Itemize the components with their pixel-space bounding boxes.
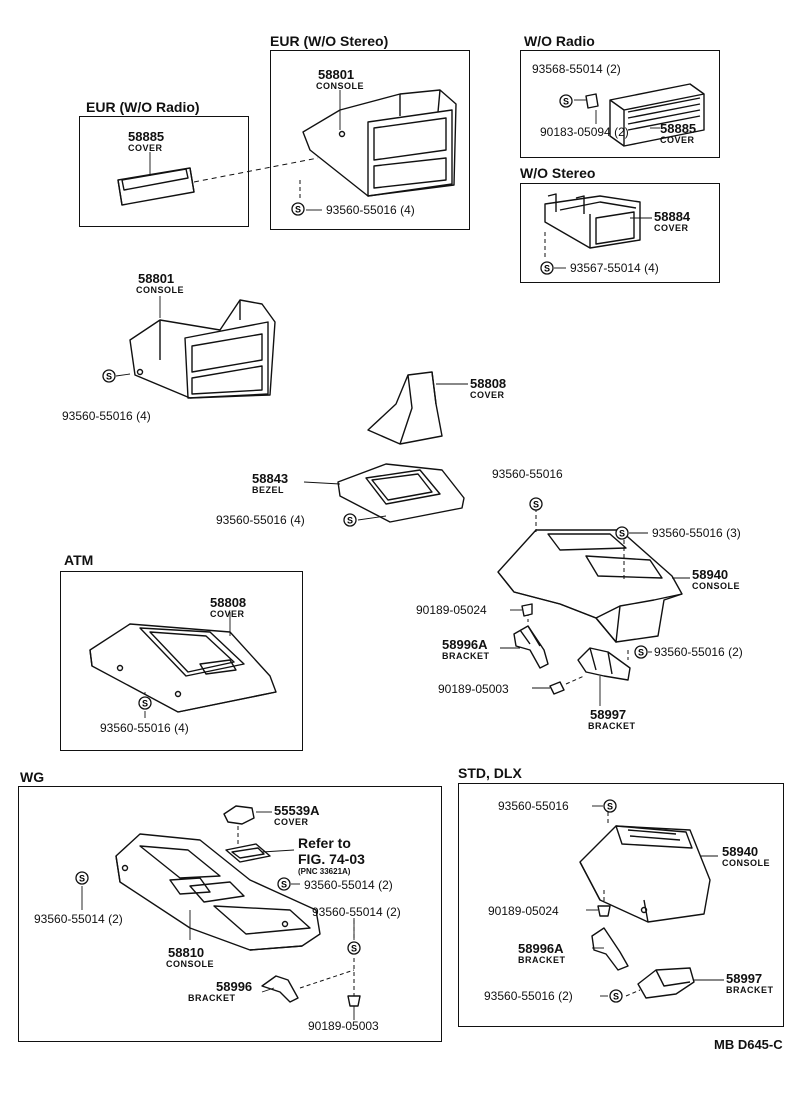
cover-58884-drawing <box>544 193 641 249</box>
clip-code: 90189-05003 <box>308 1019 379 1033</box>
eur-wo-stereo-frame <box>270 50 470 230</box>
clip-code: 90189-05024 <box>416 603 487 617</box>
part-number-58996: 58996 <box>216 979 253 994</box>
screw-code: 93560-55016 <box>492 467 563 481</box>
header-wg: WG <box>20 769 45 785</box>
part-name-cover: COVER <box>470 390 505 400</box>
part-number-58885: 58885 <box>660 121 697 136</box>
wg-bracket-58996-drawing <box>261 975 299 1003</box>
console-58801-eur-drawing <box>302 89 457 197</box>
part-number-58996a: 58996A <box>518 941 564 956</box>
part-number-58843: 58843 <box>252 471 289 486</box>
part-number-58885: 58885 <box>128 129 165 144</box>
header-wo-radio: W/O Radio <box>524 33 595 49</box>
part-name-cover: COVER <box>660 135 695 145</box>
screw-code: 90183-05094 (2) <box>540 125 629 139</box>
clip-code: 90189-05003 <box>438 682 509 696</box>
screw-code: 93560-55014 (2) <box>312 905 401 919</box>
part-number-58940: 58940 <box>692 567 729 582</box>
wo-radio-frame <box>520 50 720 158</box>
console-58940-drawing <box>497 529 683 643</box>
part-name-cover: COVER <box>274 817 309 827</box>
screw-code: 93560-55014 (2) <box>304 878 393 892</box>
part-number-58808: 58808 <box>470 376 507 391</box>
clip-code: 90189-05024 <box>488 904 559 918</box>
part-name-bezel: BEZEL <box>252 485 285 495</box>
screw-code: 93560-55016 <box>498 799 569 813</box>
atm-cover-58808-drawing <box>89 623 277 713</box>
std-bracket-58997-drawing <box>637 967 695 999</box>
header-atm: ATM <box>64 552 94 568</box>
part-number-55539a: 55539A <box>274 803 320 818</box>
part-name-bracket: BRACKET <box>518 955 566 965</box>
part-name-console: CONSOLE <box>136 285 185 295</box>
screw-code: 93560-55016 (4) <box>62 409 151 423</box>
refer-pnc-label: (PNC 33621A) <box>298 867 351 876</box>
part-number-58997: 58997 <box>590 707 627 722</box>
header-wo-stereo: W/O Stereo <box>520 165 596 181</box>
part-number-58997: 58997 <box>726 971 763 986</box>
header-eur-wo-radio: EUR (W/O Radio) <box>86 99 200 115</box>
wo-stereo-frame <box>520 183 720 283</box>
std-bracket-58996a-drawing <box>591 927 629 971</box>
part-name-bracket: BRACKET <box>588 721 636 731</box>
part-name-console: CONSOLE <box>692 581 741 591</box>
cover-58885-wo-radio-drawing <box>585 83 705 147</box>
header-std-dlx: STD, DLX <box>458 765 522 781</box>
wg-console-58810-drawing <box>115 833 321 951</box>
part-number-58801: 58801 <box>318 67 355 82</box>
part-name-console: CONSOLE <box>316 81 365 91</box>
part-number-58801: 58801 <box>138 271 175 286</box>
bracket-58997-drawing <box>577 647 631 681</box>
wg-frame <box>18 786 442 1042</box>
std-dlx-frame <box>458 783 784 1027</box>
screw-code: 93560-55016 (4) <box>100 721 189 735</box>
part-number-58996a: 58996A <box>442 637 488 652</box>
part-number-58808: 58808 <box>210 595 247 610</box>
part-name-console: CONSOLE <box>722 858 771 868</box>
screw-code: 93568-55014 (2) <box>532 62 621 76</box>
std-console-58940-drawing <box>579 825 711 923</box>
part-name-console: CONSOLE <box>166 959 215 969</box>
bracket-58996a-drawing <box>513 625 549 669</box>
screw-code: 93560-55016 (4) <box>216 513 305 527</box>
screw-code: 93560-55016 (4) <box>326 203 415 217</box>
screw-code: 93560-55016 (3) <box>652 526 741 540</box>
part-name-cover: COVER <box>654 223 689 233</box>
bezel-58843-drawing <box>337 463 465 523</box>
figure-reference-code: MB D645-C <box>714 1037 783 1052</box>
console-58801-drawing <box>129 299 276 399</box>
atm-frame <box>60 571 303 751</box>
screw-code: 93560-55014 (2) <box>34 912 123 926</box>
screw-code: 93560-55016 (2) <box>654 645 743 659</box>
refer-to-label: Refer to <box>298 835 351 851</box>
cover-58885-drawing <box>117 167 195 206</box>
part-number-58940: 58940 <box>722 844 759 859</box>
part-name-bracket: BRACKET <box>726 985 774 995</box>
wg-cover-55539a-drawing <box>223 805 271 863</box>
refer-fig-label: FIG. 74-03 <box>298 851 365 867</box>
cover-58808-boot-drawing <box>367 371 443 445</box>
part-number-58884: 58884 <box>654 209 691 224</box>
part-name-bracket: BRACKET <box>442 651 490 661</box>
part-name-cover: COVER <box>128 143 163 153</box>
part-name-cover: COVER <box>210 609 245 619</box>
header-eur-wo-stereo: EUR (W/O Stereo) <box>270 33 389 49</box>
screw-code: 93560-55016 (2) <box>484 989 573 1003</box>
screw-code: 93567-55014 (4) <box>570 261 659 275</box>
part-name-bracket: BRACKET <box>188 993 236 1003</box>
part-number-58810: 58810 <box>168 945 205 960</box>
